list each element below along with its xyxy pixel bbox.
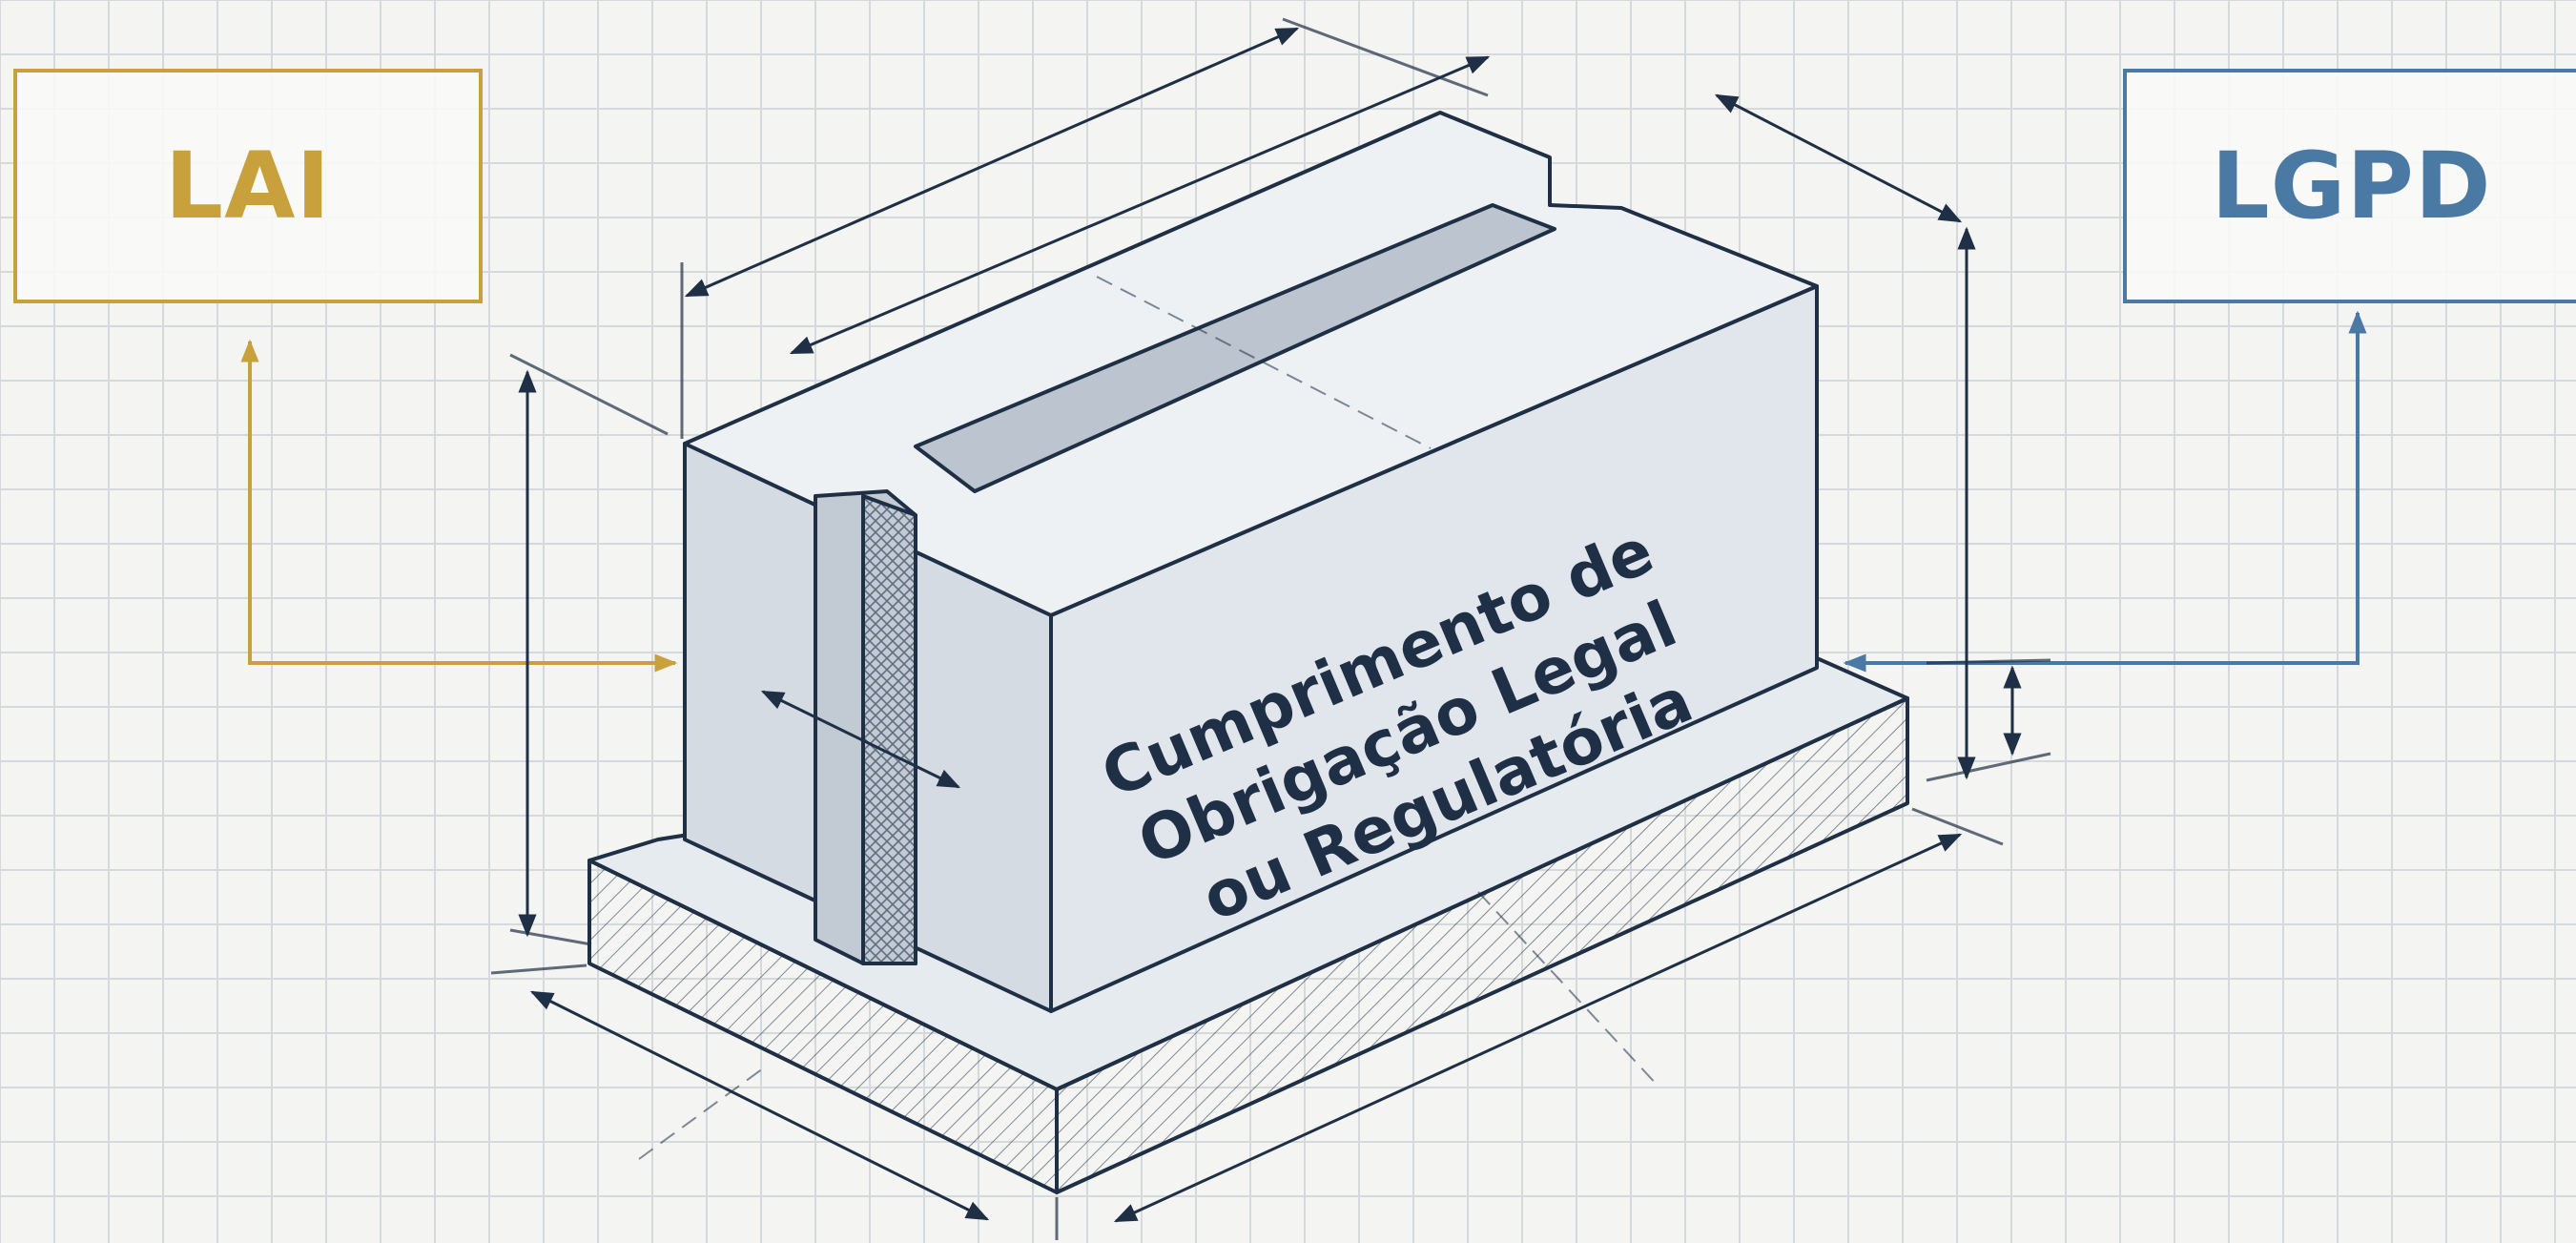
lgpd-label: LGPD bbox=[2211, 133, 2492, 239]
dim-groove-width bbox=[760, 690, 961, 789]
groove-section bbox=[861, 494, 917, 965]
dim-base-width bbox=[1113, 833, 1963, 1223]
lai-connector-arrow bbox=[240, 339, 678, 673]
dim-base-length bbox=[529, 990, 990, 1221]
dim-top-width bbox=[1714, 93, 1963, 223]
lgpd-connector-arrow bbox=[1843, 310, 2367, 673]
dimension-lines bbox=[490, 17, 2051, 1240]
dim-top-inner-length bbox=[789, 55, 1491, 355]
lgpd-box: LGPD bbox=[2123, 69, 2576, 303]
lai-box: LAI bbox=[13, 69, 483, 303]
lai-label: LAI bbox=[164, 133, 332, 239]
